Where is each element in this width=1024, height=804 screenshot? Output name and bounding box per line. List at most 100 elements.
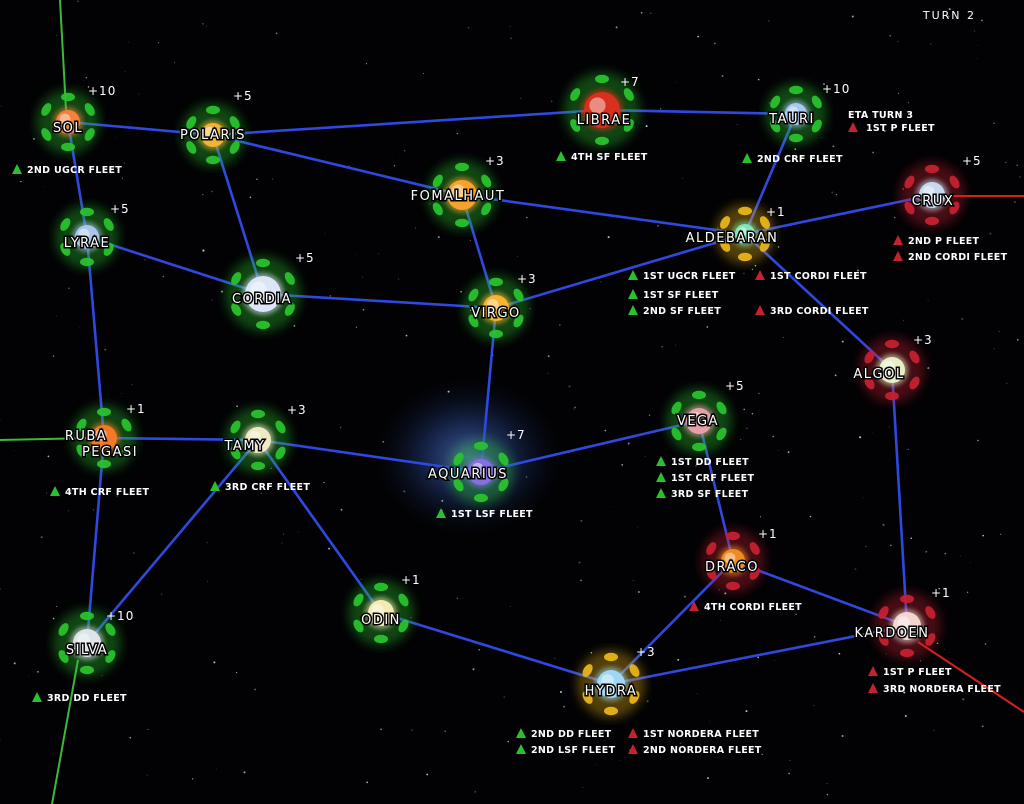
fleet-name: 2ND SF FLEET <box>643 306 721 317</box>
system-lyrae[interactable]: LYRAE+5 <box>55 202 130 269</box>
fleet-entry[interactable]: 4TH CRF FLEET <box>50 486 150 498</box>
star-aquarius[interactable] <box>468 459 494 485</box>
star-algol[interactable] <box>879 357 905 383</box>
fleet-entry[interactable]: 2ND DD FLEET <box>516 728 612 740</box>
star-tauri[interactable] <box>785 103 807 125</box>
star-polaris[interactable] <box>201 123 225 147</box>
background-star <box>578 561 581 564</box>
background-star <box>254 688 256 691</box>
ownership-marker <box>671 401 682 415</box>
fleet-entry[interactable]: 4TH CORDI FLEET <box>689 601 802 613</box>
ownership-marker <box>789 85 803 95</box>
star-tamy[interactable] <box>245 427 271 453</box>
production-bonus: +5 <box>295 251 315 265</box>
fleet-entry[interactable]: 1ST CORDI FLEET <box>755 270 867 282</box>
production-bonus: +1 <box>766 205 786 219</box>
background-star <box>554 657 556 659</box>
fleet-entry[interactable]: 1ST DD FLEET <box>656 456 749 468</box>
fleet-entry[interactable]: 2ND CORDI FLEET <box>893 251 1008 263</box>
fleet-entry[interactable]: 2ND SF FLEET <box>628 305 721 317</box>
background-star <box>697 35 699 38</box>
hyperlane-fomalhaut-aldebaran <box>460 193 747 236</box>
system-cordia[interactable]: CORDIA+5 <box>225 251 315 332</box>
background-star <box>509 605 511 607</box>
fleet-entry[interactable]: 1ST SF FLEET <box>628 289 719 301</box>
fleet-entry[interactable]: 1ST LSF FLEET <box>436 508 533 520</box>
background-star <box>55 35 57 37</box>
star-kardoen[interactable] <box>893 612 921 640</box>
background-star <box>414 227 416 229</box>
star-librae[interactable] <box>584 92 620 128</box>
background-star <box>692 161 693 162</box>
fleet-entry[interactable]: 3RD DD FLEET <box>32 692 127 704</box>
fleet-entry[interactable]: 1ST NORDERA FLEET <box>628 728 759 740</box>
star-lyrae[interactable] <box>75 225 99 249</box>
star-crux[interactable] <box>919 182 945 208</box>
background-star <box>885 653 887 655</box>
star-highlight <box>371 603 384 616</box>
background-star <box>741 721 742 723</box>
ownership-marker <box>909 376 920 390</box>
star-sol[interactable] <box>56 110 80 134</box>
ownership-marker <box>121 444 132 458</box>
system-polaris[interactable]: POLARIS+5 <box>178 89 253 167</box>
fleet-entry[interactable]: 1ST CRF FLEET <box>656 472 754 484</box>
system-name: AQUARIUS <box>428 467 508 482</box>
system-odin[interactable]: ODIN+1 <box>348 573 421 646</box>
ownership-marker <box>738 206 752 216</box>
background-star <box>779 221 780 222</box>
fleet-entry[interactable]: 1ST UGCR FLEET <box>628 270 736 282</box>
fleet-entry[interactable]: 2ND UGCR FLEET <box>12 164 122 176</box>
background-star <box>0 105 2 107</box>
fleet-entry[interactable]: 2ND P FLEET <box>893 235 980 247</box>
ownership-marker <box>582 691 593 704</box>
fleet-entry[interactable]: 1ST P FLEET <box>868 666 952 678</box>
fleet-entry[interactable]: 3RD NORDERA FLEET <box>868 683 1001 695</box>
star-vega[interactable] <box>686 408 712 434</box>
system-fomalhaut[interactable]: FOMALHAUT+3 <box>409 154 506 230</box>
star-ruba[interactable] <box>91 425 117 451</box>
star-silva[interactable] <box>73 629 101 657</box>
star-odin[interactable] <box>368 600 394 626</box>
star-cordia[interactable] <box>245 276 281 312</box>
system-virgo[interactable]: VIRGO+3 <box>463 272 537 341</box>
background-star <box>947 15 950 18</box>
fleet-entry[interactable]: 2ND NORDERA FLEET <box>628 744 762 756</box>
fleet-name: 2ND CORDI FLEET <box>908 252 1008 263</box>
star-hydra[interactable] <box>597 670 625 698</box>
fleet-entry[interactable]: 4TH SF FLEET <box>556 151 648 163</box>
ownership-marker <box>604 706 618 716</box>
fleet-entry[interactable]: 3RD CORDI FLEET <box>755 305 869 317</box>
fleet-entry[interactable]: 2ND LSF FLEET <box>516 744 616 756</box>
friendly-fleet-icon <box>516 728 526 738</box>
fleet-entry[interactable]: 2ND CRF FLEET <box>742 153 843 165</box>
star-virgo[interactable] <box>483 295 509 321</box>
background-star <box>507 740 509 743</box>
star-aldebaran[interactable] <box>735 224 755 244</box>
background-star <box>993 348 995 350</box>
background-star <box>862 497 864 499</box>
star-draco[interactable] <box>721 549 745 573</box>
fleet-entry[interactable]: 3RD CRF FLEET <box>210 481 310 493</box>
star-fomalhaut[interactable] <box>447 180 477 210</box>
production-bonus: +10 <box>106 609 134 623</box>
background-star <box>984 643 987 645</box>
eta-fleet-entry[interactable]: 1ST P FLEET <box>848 122 935 134</box>
system-algol[interactable]: ALGOL+3 <box>852 333 932 403</box>
fleet-entry[interactable]: 3RD SF FLEET <box>656 488 749 500</box>
background-star <box>399 156 400 158</box>
